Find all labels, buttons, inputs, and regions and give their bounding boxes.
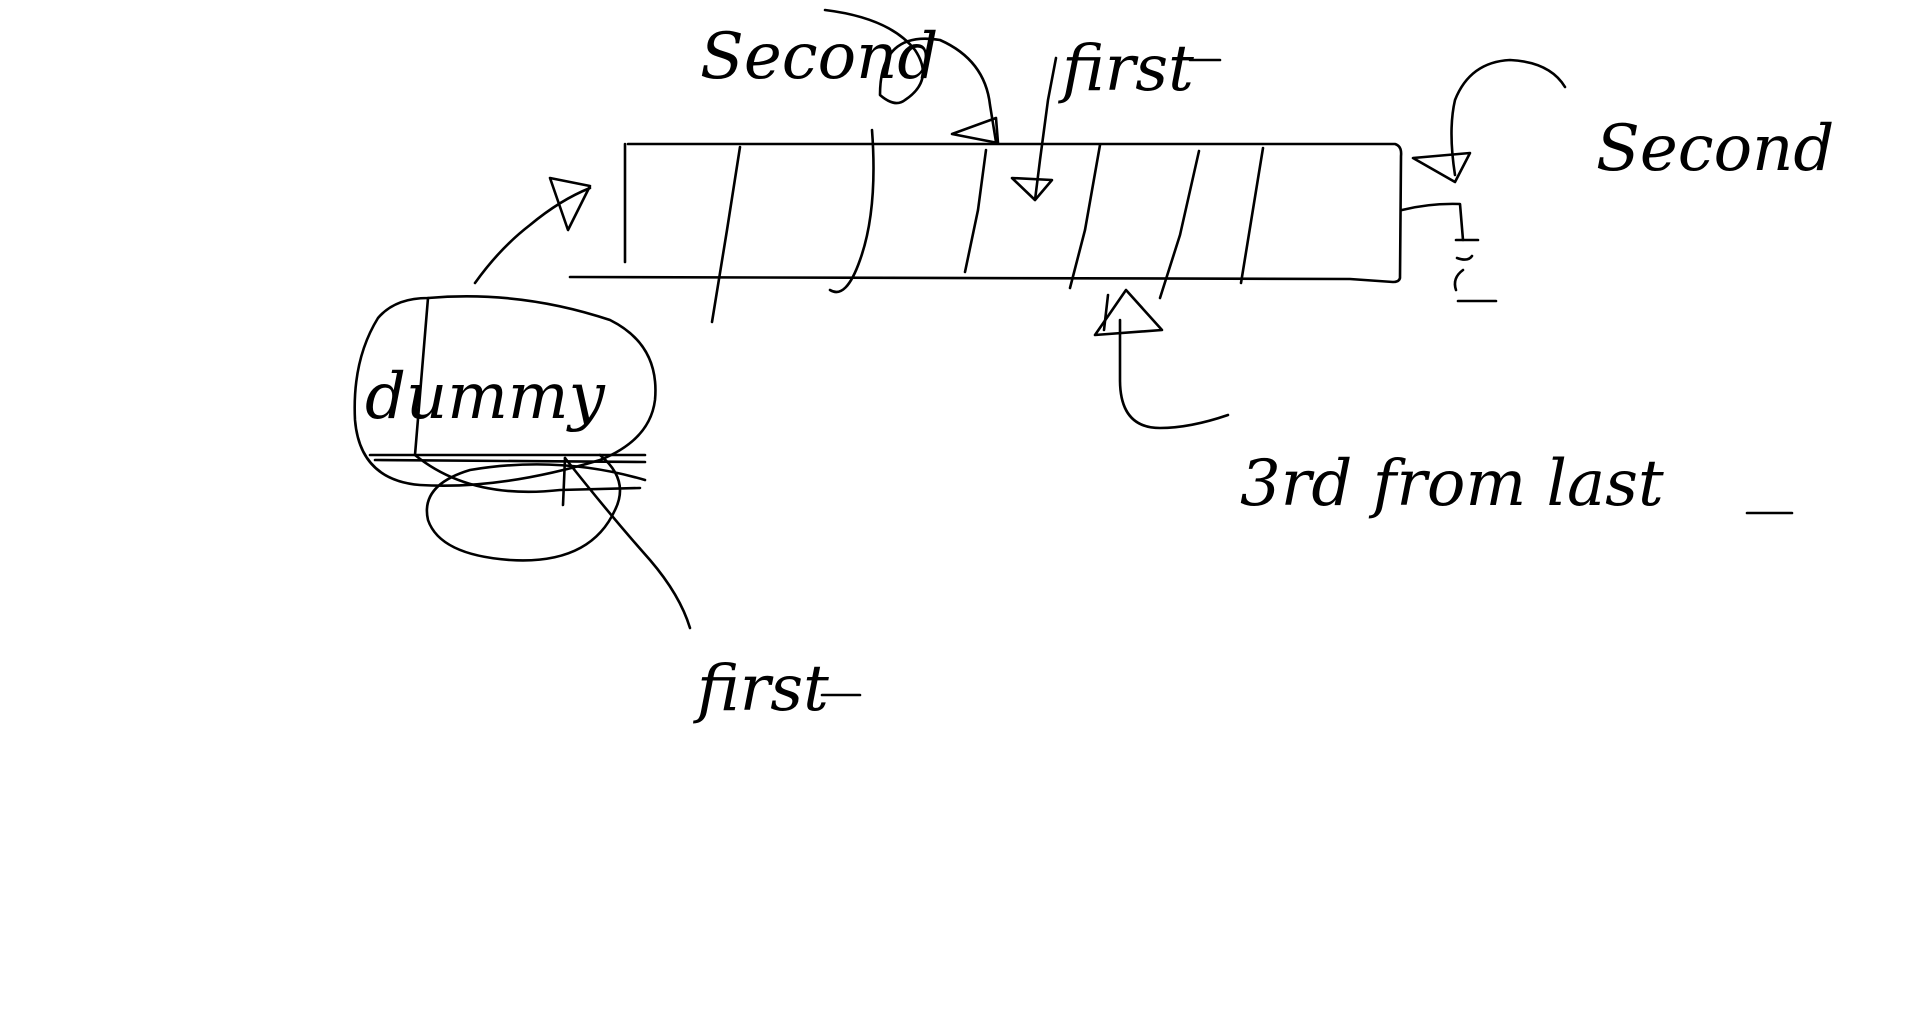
label-text: Second [1596, 112, 1834, 186]
arrow-second-right [1411, 58, 1567, 184]
arrow-first-top [1010, 56, 1058, 202]
arrow-third-from-last [1093, 288, 1230, 430]
arrow-dummy-to-head [473, 176, 592, 285]
label-text: first [1058, 32, 1194, 106]
label-text: first [693, 652, 829, 726]
label-third-from-last: 3rd from last [1240, 447, 1794, 521]
cell-divider [1068, 143, 1102, 290]
label-first-bottom: first [693, 652, 862, 726]
label-second-top: Second [700, 20, 938, 94]
label-text: Second [700, 20, 938, 94]
cell-divider [710, 145, 742, 324]
cell-divider [828, 128, 875, 294]
cell-divider [1239, 146, 1265, 285]
label-second-right: Second [1596, 112, 1834, 186]
dummy-circle [353, 295, 657, 488]
label-text: 3rd from last [1240, 447, 1664, 521]
null-ground-icon [1400, 202, 1498, 303]
cell-divider [963, 148, 988, 274]
label-text: dummy [365, 360, 606, 434]
arrow-second-top [823, 8, 1000, 145]
arrow-first-bottom [561, 456, 692, 630]
cell-divider [1158, 149, 1201, 300]
list-cell-dividers [710, 128, 1265, 324]
list-box [568, 142, 1403, 284]
label-first-top: first [1058, 32, 1222, 106]
label-dummy: dummy [353, 295, 657, 562]
dummy-outer-loop [425, 453, 647, 562]
